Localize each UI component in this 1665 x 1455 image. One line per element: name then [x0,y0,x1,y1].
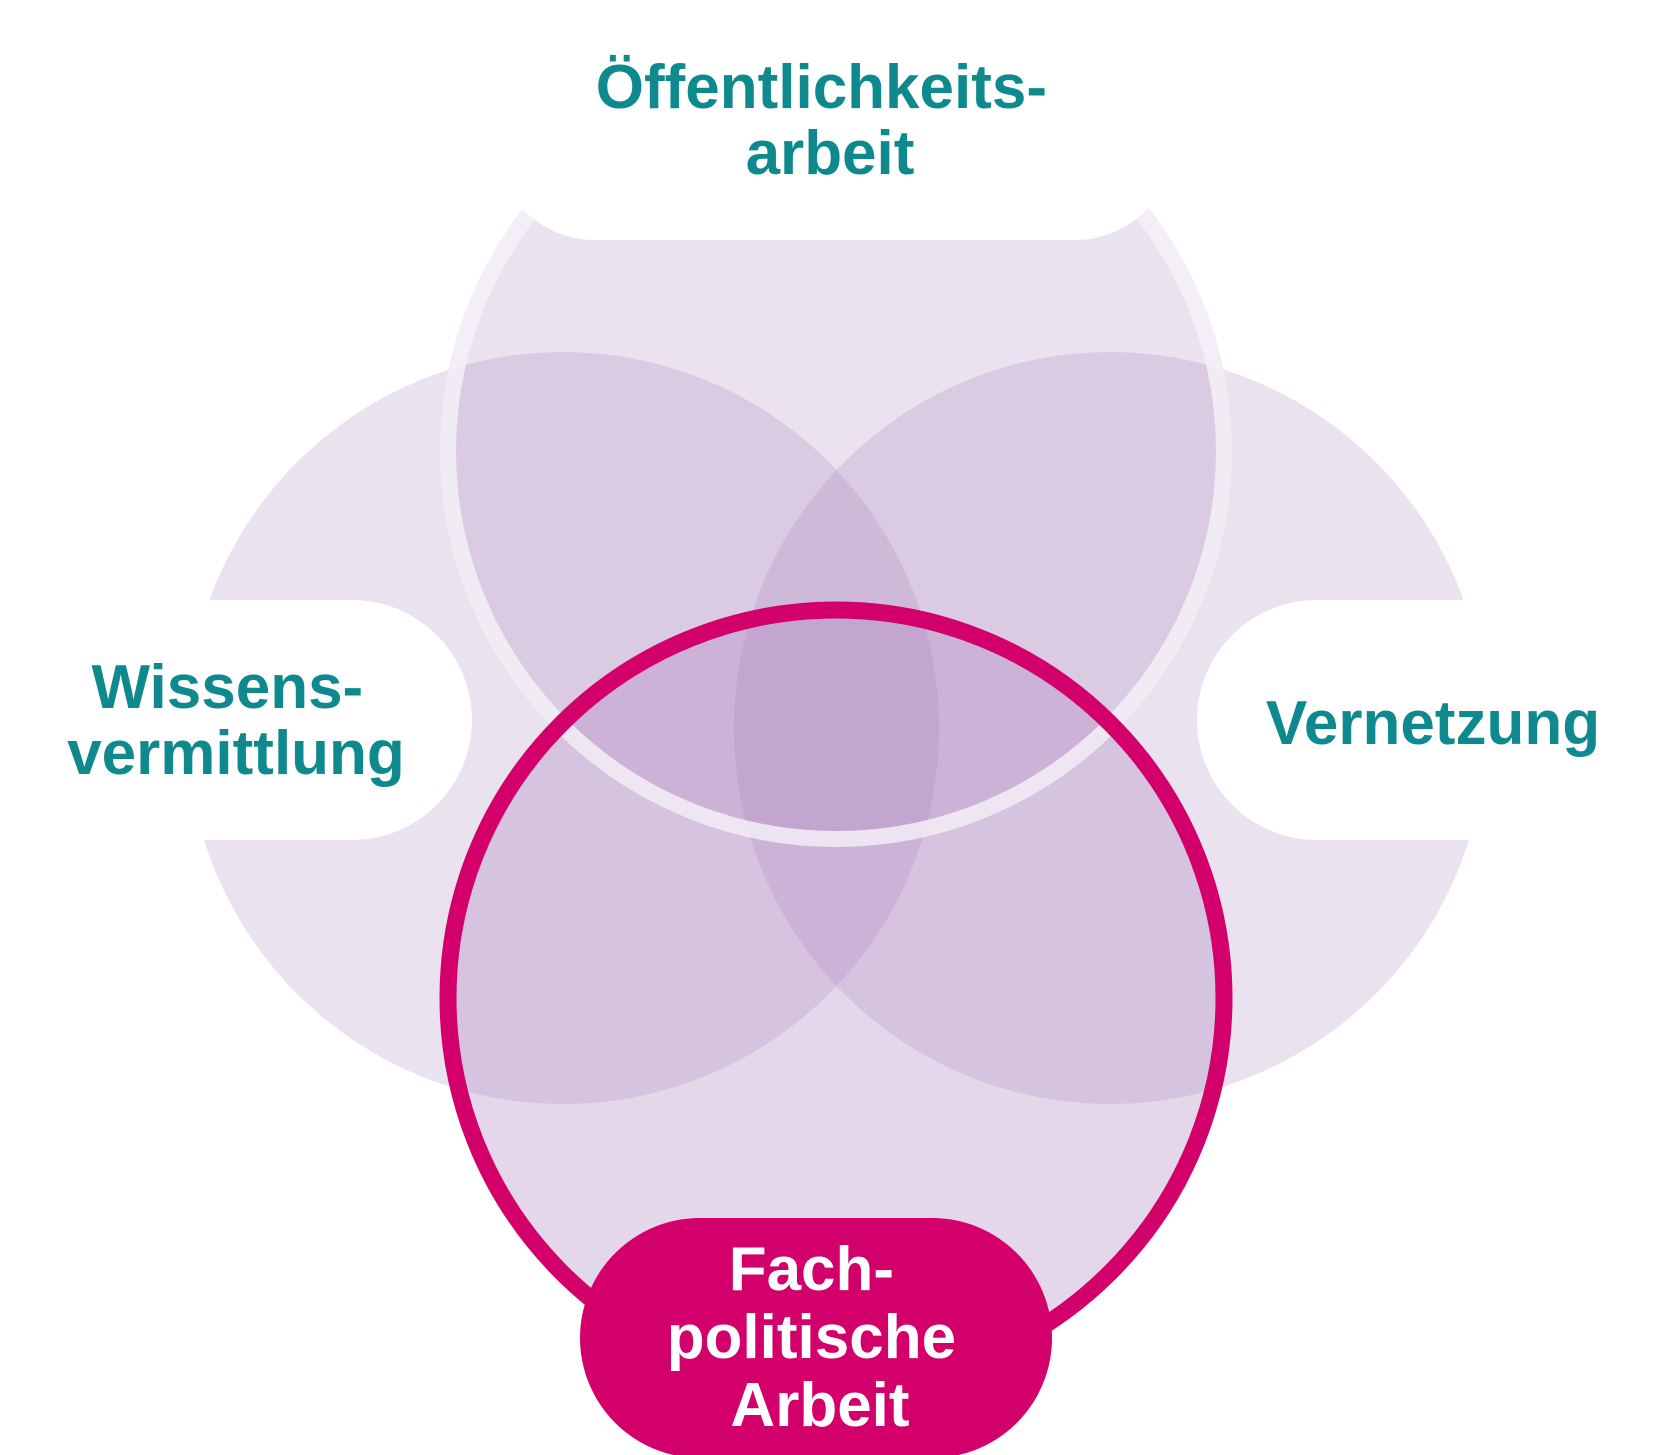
label-bottom-line2: politische [667,1303,956,1372]
label-pill-bottom-accent [580,1218,1052,1455]
label-right-line1: Vernetzung [1266,689,1600,758]
label-top-line2: arbeit [746,119,915,188]
label-pill-right [1197,600,1665,840]
label-left: Wissens- vermittlung [67,653,405,788]
label-left-line2: vermittlung [67,719,405,788]
label-bottom: Fach- politische Arbeit [667,1235,974,1440]
label-top: Öffentlichkeits- arbeit [596,53,1065,188]
label-left-line1: Wissens- [92,653,364,722]
circle-bottom-fachpolitische-arbeit [456,618,1216,1378]
label-pill-left [0,600,472,840]
label-bottom-line3: Arbeit [730,1371,909,1440]
label-bottom-line1: Fach- [729,1235,894,1304]
circle-top-oeffentlichkeitsarbeit [456,71,1216,831]
label-right: Vernetzung [1266,689,1600,758]
label-top-line1: Öffentlichkeits- [596,53,1047,122]
label-pill-top [495,0,1175,240]
circles-group [187,71,1486,1378]
